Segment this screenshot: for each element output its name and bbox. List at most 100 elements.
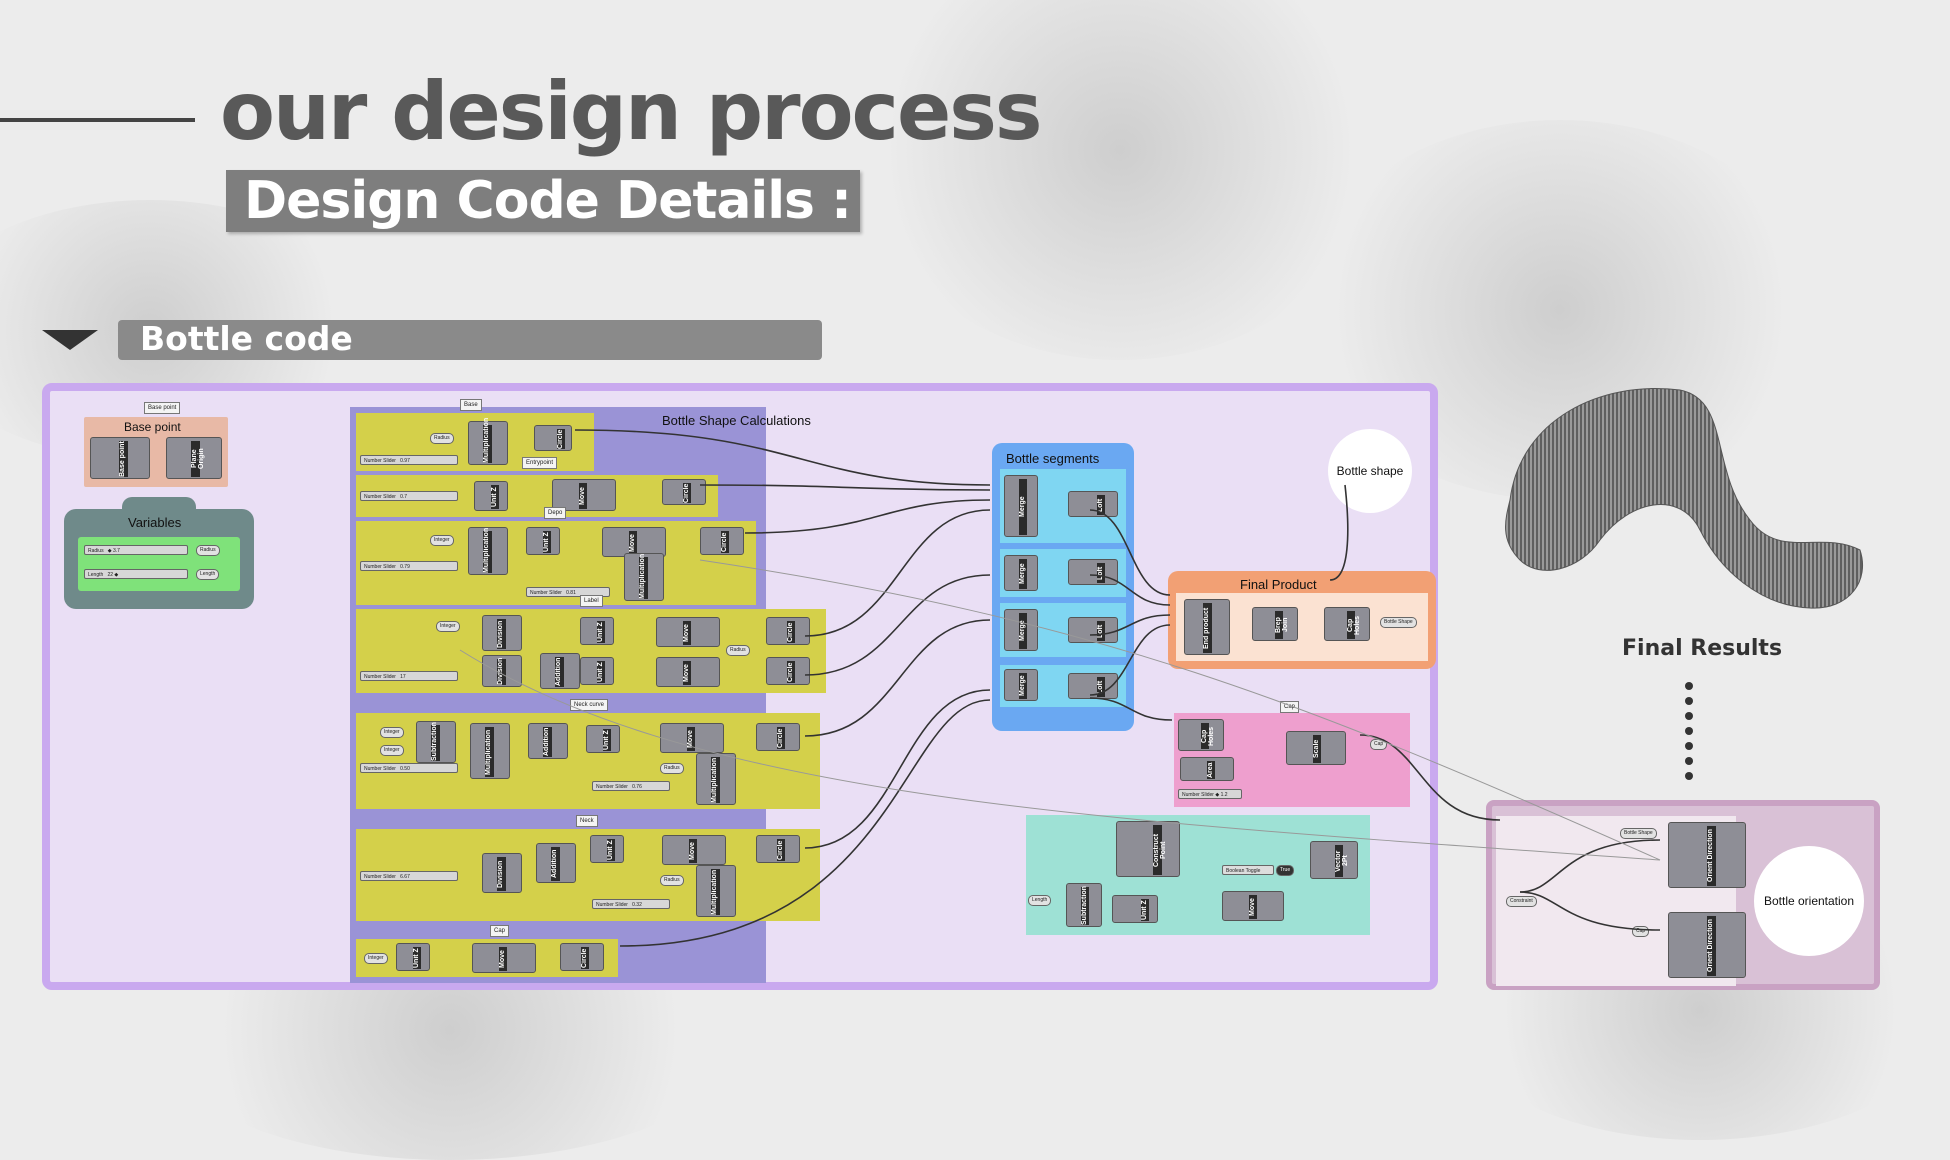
- node-loft[interactable]: Loft: [1068, 559, 1118, 585]
- node-circle[interactable]: Circle: [662, 479, 706, 505]
- calc-sub-depo: Integer Number Slider 0.79 Multiplicatio…: [356, 521, 756, 605]
- node-construct-point[interactable]: Construct Point: [1116, 821, 1180, 877]
- node-subtraction[interactable]: Subtraction: [416, 721, 456, 763]
- node-loft[interactable]: Loft: [1068, 491, 1118, 517]
- boolean-toggle[interactable]: Boolean Toggle: [1222, 865, 1274, 875]
- node-addition[interactable]: Addition: [536, 843, 576, 883]
- node-circle[interactable]: Circle: [766, 617, 810, 645]
- tag-neck-curve: Neck curve: [570, 699, 609, 711]
- node-addition[interactable]: Addition: [540, 653, 580, 689]
- length-slider[interactable]: Length 22 ◆: [84, 569, 188, 579]
- dotted-connector: [1685, 682, 1693, 780]
- final-result-render: [1505, 388, 1864, 609]
- node-unit-z[interactable]: Unit Z: [396, 943, 430, 971]
- subtitle-banner: [226, 170, 860, 232]
- node-end-product[interactable]: End product: [1184, 599, 1230, 655]
- length-param[interactable]: Length: [196, 569, 220, 580]
- node-move[interactable]: Move: [602, 527, 666, 557]
- group-bottle-orientation: Bottle Shape Constraint Cap Orient Direc…: [1486, 800, 1880, 990]
- node-vector-2pt[interactable]: Vector 2Pt: [1310, 841, 1358, 879]
- node-unit-z[interactable]: Unit Z: [580, 657, 614, 685]
- tag-depo: Depo: [544, 507, 567, 519]
- node-loft[interactable]: Loft: [1068, 617, 1118, 643]
- node-addition[interactable]: Addition: [528, 723, 568, 759]
- group-bottle-shape-calc: Bottle Shape Calculations Base Radius Mu…: [350, 399, 826, 983]
- cap-output[interactable]: Cap: [1632, 926, 1650, 937]
- group-label: Final Product: [1240, 577, 1317, 592]
- group-label: Variables: [128, 515, 182, 530]
- page-title: our design process: [220, 65, 1042, 158]
- calc-sub-label: Integer Number Slider 17 Division Divisi…: [356, 609, 826, 693]
- node-area[interactable]: Area: [1180, 757, 1234, 781]
- node-core: Base point: [119, 441, 128, 477]
- node-multiplication[interactable]: Multiplication: [696, 865, 736, 917]
- node-circle[interactable]: Circle: [534, 425, 572, 451]
- node-circle[interactable]: Circle: [560, 943, 604, 971]
- title-rule: [0, 118, 195, 122]
- badge-bottle-orientation: Bottle orientation: [1754, 846, 1864, 956]
- node-scale[interactable]: Scale: [1286, 731, 1346, 765]
- radius-param[interactable]: Radius: [196, 545, 220, 556]
- node-unit-z[interactable]: Unit Z: [1112, 895, 1158, 923]
- group-final-product: Final Product End product Brep Join Cap …: [1168, 571, 1436, 669]
- node-cap-holes[interactable]: Cap Holes: [1324, 607, 1370, 641]
- node-unit-z[interactable]: Unit Z: [526, 527, 560, 555]
- constraint-param[interactable]: Constraint: [1506, 896, 1537, 907]
- node-multiplication[interactable]: Multiplication: [468, 418, 508, 465]
- node-orient-direction[interactable]: Orient Direction: [1668, 822, 1746, 888]
- node-merge[interactable]: Merge: [1004, 555, 1038, 591]
- node-move[interactable]: Move: [472, 943, 536, 973]
- cap-param[interactable]: Cap: [1370, 739, 1388, 750]
- node-base-point[interactable]: Base point: [90, 437, 150, 479]
- node-multiplication[interactable]: Multiplication: [470, 723, 510, 779]
- node-merge[interactable]: Merge: [1004, 669, 1038, 701]
- node-multiplication[interactable]: Multiplication: [468, 527, 508, 575]
- group-base-point: Base point Base point Plane Origin: [84, 417, 228, 487]
- bottle-shape-param[interactable]: Bottle Shape: [1380, 617, 1417, 628]
- node-plane-origin[interactable]: Plane Origin: [166, 437, 222, 479]
- node-unit-z[interactable]: Unit Z: [586, 725, 620, 753]
- node-move[interactable]: Move: [1222, 891, 1284, 921]
- tag-cap: Cap: [490, 925, 510, 937]
- node-unit-z[interactable]: Unit Z: [580, 617, 614, 645]
- node-move[interactable]: Move: [656, 617, 720, 647]
- base-point-tag: Base point: [144, 402, 181, 414]
- calc-sub-entrypoint: Number Slider 0.7 Unit Z Move Circle: [356, 475, 718, 517]
- tag-neck: Neck: [576, 815, 598, 827]
- node-subtraction[interactable]: Subtraction: [1066, 883, 1102, 927]
- node-move[interactable]: Move: [656, 657, 720, 687]
- length-param[interactable]: Length: [1028, 895, 1052, 906]
- node-circle[interactable]: Circle: [766, 657, 810, 685]
- group-tab: [122, 497, 196, 521]
- group-variables: Variables Radius ◆ 3.7 Radius Length 22 …: [64, 497, 254, 609]
- node-loft[interactable]: Loft: [1068, 673, 1118, 699]
- node-merge[interactable]: Merge: [1004, 475, 1038, 537]
- node-move[interactable]: Move: [660, 723, 724, 753]
- node-division[interactable]: Division: [482, 853, 522, 893]
- radius-slider[interactable]: Radius ◆ 3.7: [84, 545, 188, 555]
- node-division[interactable]: Division: [482, 655, 522, 687]
- group-label: Bottle segments: [1006, 451, 1100, 466]
- node-multiplication[interactable]: Multiplication: [624, 553, 664, 601]
- toggle-value[interactable]: True: [1276, 865, 1295, 876]
- bg-stain: [860, 0, 1380, 360]
- node-circle[interactable]: Circle: [756, 723, 800, 751]
- tag-cap-group: Cap: [1280, 701, 1300, 713]
- node-merge[interactable]: Merge: [1004, 609, 1038, 651]
- node-cap-holes[interactable]: Cap Holes: [1178, 719, 1224, 751]
- node-brep-join[interactable]: Brep Join: [1252, 607, 1298, 641]
- bottle-shape-output[interactable]: Bottle Shape: [1620, 828, 1657, 839]
- group-label: Bottle Shape Calculations: [662, 413, 811, 428]
- node-unit-z[interactable]: Unit Z: [590, 835, 624, 863]
- node-circle[interactable]: Circle: [756, 835, 800, 863]
- page-subtitle: Design Code Details :: [244, 171, 852, 231]
- group-label: Base point: [124, 420, 181, 434]
- node-move[interactable]: Move: [662, 835, 726, 865]
- node-multiplication[interactable]: Multiplication: [696, 753, 736, 805]
- node-orient-direction[interactable]: Orient Direction: [1668, 912, 1746, 978]
- calc-sub-neck-curve: Integer Integer Subtraction Number Slide…: [356, 713, 820, 809]
- node-core: Plane Origin: [191, 441, 205, 477]
- node-circle[interactable]: Circle: [700, 527, 744, 555]
- node-division[interactable]: Division: [482, 615, 522, 651]
- node-unit-z[interactable]: Unit Z: [474, 481, 508, 511]
